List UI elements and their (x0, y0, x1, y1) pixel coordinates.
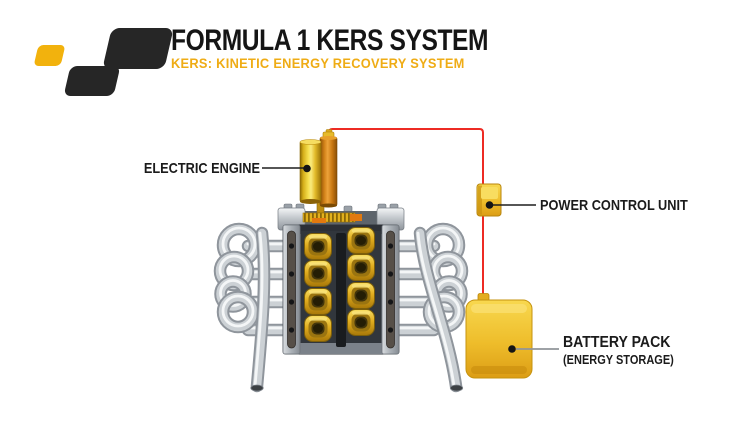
callout-dot-battery-pack (508, 345, 516, 353)
exhaust-left-coils (213, 222, 262, 334)
page-subtitle: KERS: KINETIC ENERGY RECOVERY SYSTEM (171, 56, 465, 71)
engine-block-body (282, 224, 400, 355)
battery-pack-label-main: BATTERY PACK (563, 334, 671, 351)
exhaust-left-illustration (213, 222, 299, 393)
callout-dot-electric-engine (303, 164, 311, 173)
engine-center-channel (336, 233, 346, 347)
rail-bolts (288, 243, 394, 333)
callout-dot-power-control-unit (485, 201, 494, 209)
power-control-unit-label: POWER CONTROL UNIT (540, 197, 688, 214)
exhaust-left-downpipe (250, 226, 271, 393)
callout-lines (262, 164, 559, 353)
electric-engine-illustration (299, 129, 338, 208)
power-control-unit-illustration (476, 183, 502, 217)
battery-pack-label: BATTERY PACK (ENERGY STORAGE) (563, 334, 674, 368)
electric-engine-label: ELECTRIC ENGINE (143, 160, 260, 177)
page-title: FORMULA 1 KERS SYSTEM (171, 24, 489, 57)
drive-gear (302, 212, 356, 223)
exhaust-right-downpipe (413, 226, 464, 393)
exhaust-right-illustration (383, 222, 469, 393)
engine-top-bracket (277, 199, 405, 231)
battery-pack-illustration (465, 293, 533, 379)
battery-pack-label-sub: (ENERGY STORAGE) (563, 352, 674, 367)
exhaust-right-stubs (383, 239, 441, 337)
engine-illustration (277, 199, 405, 355)
